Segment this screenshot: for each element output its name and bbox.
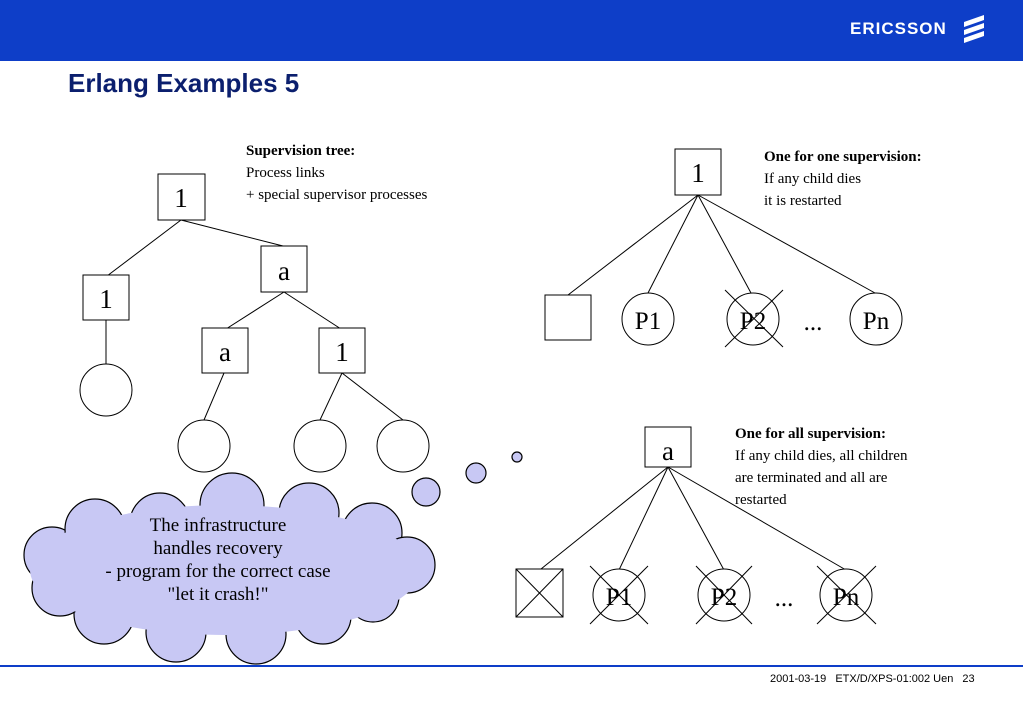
one-for-one-line1: If any child dies [764,171,862,187]
footer-doc-id: ETX/D/XPS-01:002 Uen [835,673,954,685]
thought-bubble-small [511,451,523,463]
ofo-child-p2-crashed: P2 [724,289,784,348]
one-for-all-line1: If any child dies, all children [735,448,908,464]
tree-node-left: 1 [82,274,130,321]
svg-text:P1: P1 [606,584,632,611]
ofo-child-supervisor [544,294,592,341]
ericsson-logo-icon [964,15,984,43]
cloud-text: The infrastructure handles recovery - pr… [60,514,376,606]
supervision-tree-line2: + special supervisor processes [246,187,428,203]
ofa-child-p1-terminated: P1 [589,565,649,625]
cloud-line1: The infrastructure [149,515,287,536]
one-for-one-line2: it is restarted [764,193,842,209]
svg-text:1: 1 [335,337,349,367]
supervision-tree-heading: Supervision tree: [246,143,356,159]
one-for-one-heading: One for one supervision: [764,149,922,165]
svg-text:1: 1 [99,284,113,314]
cloud-line2: handles recovery [153,538,283,559]
brand-logo-text: ERICSSON [850,19,947,38]
ofa-ellipsis: ... [775,585,794,612]
cloud-line3: - program for the correct case [105,561,331,582]
svg-text:1: 1 [174,183,188,213]
one-for-one-note: One for one supervision: If any child di… [764,146,922,212]
svg-text:a: a [662,436,674,466]
svg-text:Pn: Pn [833,584,860,611]
tree-worker-2 [177,419,231,473]
supervision-tree-note: Supervision tree: Process links + specia… [246,140,427,206]
ofo-child-p1: P1 [621,292,675,346]
ofa-child-pn-terminated: Pn [816,565,877,625]
svg-text:a: a [219,337,231,367]
footer-divider [0,665,1023,667]
ofo-child-pn: Pn [849,292,903,346]
cloud-line4: "let it crash!" [167,584,269,605]
header-bar [0,0,1023,61]
thought-cloud-body [30,505,420,635]
footer: 2001-03-19 ETX/D/XPS-01:002 Uen 23 [770,673,981,685]
one-for-all-note: One for all supervision: If any child di… [735,423,907,511]
tree-node-mid-a: a [201,327,249,374]
one-for-all-heading: One for all supervision: [735,426,886,442]
tree-node-right: a [260,245,308,293]
ofo-ellipsis: ... [804,309,823,336]
slide-title: Erlang Examples 5 [68,68,300,98]
ofa-child-supervisor-terminated [515,568,564,618]
svg-text:P1: P1 [635,308,661,335]
svg-text:P2: P2 [740,308,766,335]
thought-bubble-medium [465,462,487,484]
one-for-all-line2: are terminated and all are [735,470,888,486]
tree-worker-3 [293,419,347,473]
tree-node-mid-1: 1 [318,327,366,374]
tree-worker-4 [376,419,430,473]
footer-page-number: 23 [962,673,975,685]
ofa-child-p2-terminated: P2 [695,565,753,625]
thought-bubble-large [411,477,441,507]
ofa-root: a [644,426,692,468]
svg-text:1: 1 [691,158,705,188]
tree-node-root: 1 [157,173,206,221]
svg-text:a: a [278,256,290,286]
tree-worker-1 [79,363,133,417]
svg-text:Pn: Pn [863,308,890,335]
ofo-root: 1 [674,148,722,196]
ofo-crash-cross-2 [724,289,784,348]
one-for-all-line3: restarted [735,492,787,508]
footer-date: 2001-03-19 [770,673,827,685]
svg-text:P2: P2 [711,584,737,611]
supervision-tree-line1: Process links [246,165,325,181]
